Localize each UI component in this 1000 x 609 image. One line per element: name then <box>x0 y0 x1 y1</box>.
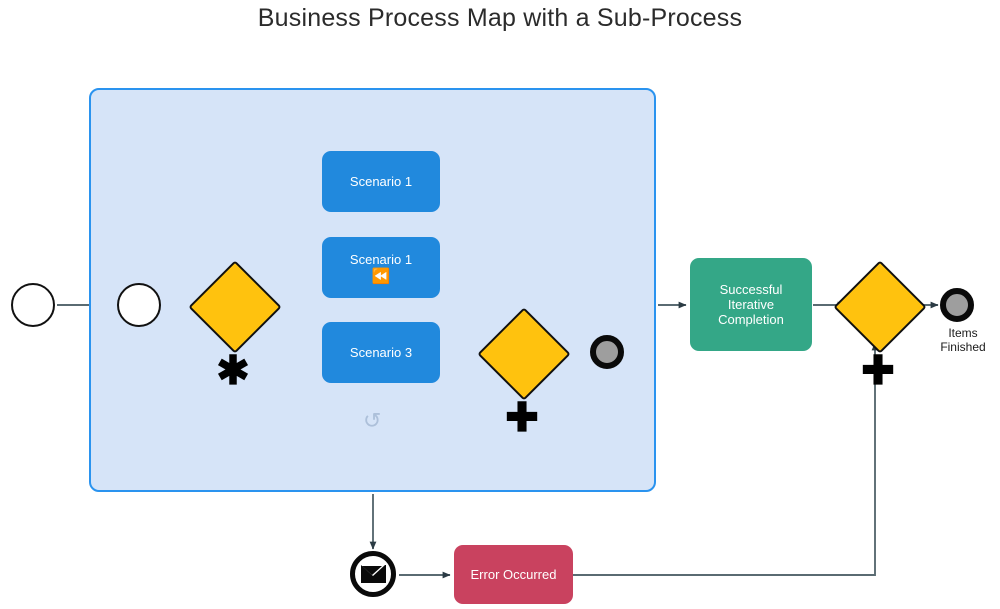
task-scenario-1[interactable]: Scenario 1 <box>322 151 440 212</box>
start-event-inner[interactable] <box>117 283 161 327</box>
task-scenario-1-loop-label: Scenario 1 <box>349 251 413 267</box>
task-scenario-3-label: Scenario 3 <box>349 345 413 360</box>
task-scenario-1-label: Scenario 1 <box>349 174 413 189</box>
page-title: Business Process Map with a Sub-Process <box>257 4 743 32</box>
end-event-label-line1: Items <box>948 326 978 340</box>
envelope-icon <box>360 565 386 583</box>
end-event-inner[interactable] <box>590 335 624 369</box>
message-boundary-event[interactable] <box>350 551 396 597</box>
end-event-label: Items Finished <box>903 326 1000 354</box>
parallel-gateway-inner[interactable]: ✚ <box>477 307 571 438</box>
success-task-label-line3: Completion <box>718 312 784 327</box>
task-scenario-3[interactable]: Scenario 3 <box>322 322 440 383</box>
end-event-label-line2: Finished <box>940 340 986 354</box>
rewind-marker-icon: ⏪ <box>371 267 391 285</box>
success-task-label-line1: Successful <box>719 282 783 297</box>
end-event-items-finished[interactable] <box>940 288 974 322</box>
success-task-label-line2: Iterative <box>727 297 775 312</box>
task-error-occurred-label: Error Occurred <box>470 567 557 582</box>
parallel-gateway-outer[interactable]: ✚ <box>833 260 927 391</box>
loop-marker-icon: ↺ <box>363 408 382 433</box>
complex-gateway[interactable]: ✱ <box>188 260 282 391</box>
task-scenario-1-loop[interactable]: Scenario 1 ⏪ <box>322 237 440 298</box>
start-event-outer[interactable] <box>11 283 55 327</box>
task-error-occurred[interactable]: Error Occurred <box>454 545 573 604</box>
task-successful-iterative-completion[interactable]: Successful Iterative Completion <box>690 258 812 351</box>
